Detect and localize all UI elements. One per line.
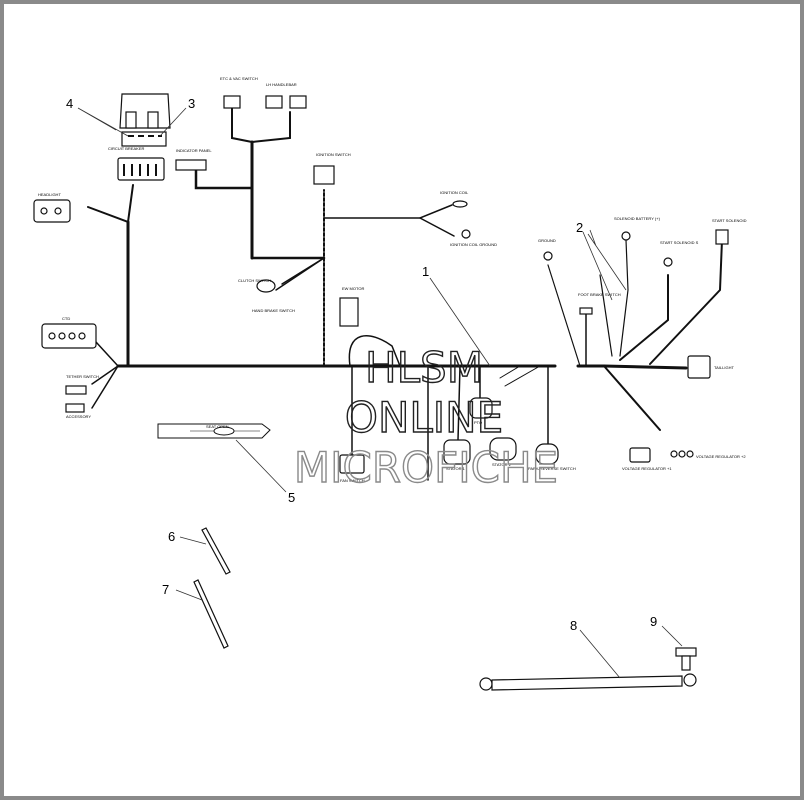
ignition-coil-label: IGNITION COIL	[440, 190, 469, 195]
indicator-panel-label: INDICATOR PANEL	[176, 148, 212, 153]
accessory-label: ACCESSORY	[66, 414, 91, 419]
ignition-coil-connector	[452, 200, 471, 239]
clutch-switch-connector	[256, 279, 276, 293]
callout-3: 3	[188, 96, 195, 111]
reverse-switch-label: PARK/REVERSE SWITCH	[528, 466, 576, 471]
ew-motor-label: EW MOTOR	[342, 286, 364, 291]
callout-2: 2	[576, 220, 583, 235]
callout-5: 5	[288, 490, 295, 505]
fan-switch-connector	[339, 454, 365, 474]
solenoid-battery-label: SOLENOID BATTERY (+)	[614, 216, 661, 221]
callout-4: 4	[66, 96, 73, 111]
main-harness	[87, 107, 723, 481]
ew-motor-connector	[339, 297, 359, 327]
clutch-switch-label: CLUTCH SWITCH	[238, 278, 271, 283]
fan-switch-label: FAN SWITCH	[340, 478, 365, 483]
voltage-regulator-connectors	[629, 447, 694, 463]
stator-2-label: STATOR 2	[492, 462, 512, 467]
stator-1-connector	[443, 439, 471, 465]
ground-terminal	[543, 251, 553, 261]
watermark-line-1: HLSM	[365, 343, 483, 392]
callout-7: 7	[162, 582, 169, 597]
watermark-line-3: MICROFICHE	[294, 443, 558, 492]
circuit-breaker-label: CIRCUIT BREAKER	[108, 146, 144, 151]
handlebar-label: LH HANDLEBAR	[266, 82, 297, 87]
circuit-breaker-assembly	[117, 93, 171, 181]
hand-brake-switch-label: HAND BRAKE SWITCH	[252, 308, 295, 313]
bolt-part-9	[675, 647, 697, 671]
etc-switch-connector	[223, 95, 241, 109]
stator-1-label: STATOR 1	[446, 466, 466, 471]
ignition-switch-label: IGNITION SWITCH	[316, 152, 351, 157]
etc-switch-label: ETC & VAC SWITCH	[220, 76, 258, 81]
solenoid-battery-terminal	[621, 231, 631, 241]
reverse-switch-connector	[535, 443, 559, 465]
start-solenoid-connector	[715, 229, 729, 245]
ctd-label: CTD	[62, 316, 70, 321]
callout-1: 1	[422, 264, 429, 279]
foot-brake-switch-label: FOOT BRAKE SWITCH	[578, 292, 621, 297]
pto-label: PTO	[474, 420, 482, 425]
cable-tie-part-6	[201, 527, 231, 575]
headlight-connector	[33, 199, 71, 223]
ground-label: GROUND	[538, 238, 556, 243]
taillight-connector	[687, 355, 711, 379]
voltage-regulator-1-label: VOLTAGE REGULATOR +1	[622, 466, 672, 471]
seat-decal-label: SEAT OPEN	[206, 424, 229, 429]
handlebar-connectors	[265, 95, 307, 109]
tether-switch-label: TETHER SWITCH	[66, 374, 99, 379]
cable-tie-part-7	[193, 579, 229, 649]
battery-cable-part-8	[479, 673, 697, 691]
ctd-connector	[41, 323, 97, 349]
pto-connector	[469, 397, 493, 419]
start-solenoid-label: START SOLENOID	[712, 218, 747, 223]
tether-connector	[65, 385, 87, 395]
indicator-panel-connector	[175, 159, 207, 171]
headlight-label: HEADLIGHT	[38, 192, 61, 197]
start-solenoid-s-label: START SOLENOID S	[660, 240, 699, 245]
ignition-coil-ground-label: IGNITION COIL GROUND	[450, 242, 497, 247]
watermark-line-2: ONLINE	[345, 393, 503, 442]
accessory-connector	[65, 403, 85, 413]
taillight-label: TAILLIGHT	[714, 365, 734, 370]
watermark: HLSM ONLINE MICROFICHE	[293, 342, 559, 492]
voltage-regulator-2-label: VOLTAGE REGULATOR +2	[696, 454, 746, 459]
callout-6: 6	[168, 529, 175, 544]
ignition-switch-connector	[313, 165, 335, 185]
callout-8: 8	[570, 618, 577, 633]
callout-9: 9	[650, 614, 657, 629]
callout-leaders	[77, 107, 683, 679]
start-solenoid-s-terminal	[663, 257, 673, 267]
foot-brake-connector	[579, 307, 593, 315]
callout-numbers: 1 2 3 4 5 6 7 8 9	[66, 96, 657, 633]
seat-decal-part	[157, 423, 271, 439]
stator-2-connector	[489, 437, 517, 461]
